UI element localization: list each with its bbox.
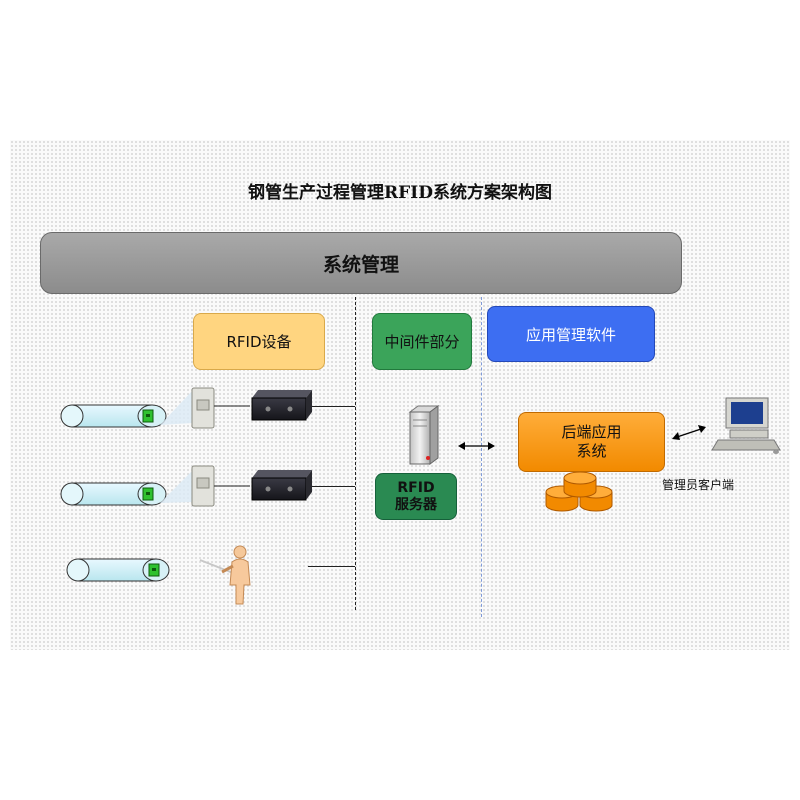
desktop-computer-icon — [711, 397, 781, 454]
app-software-label: 应用管理软件 — [525, 325, 616, 344]
diagram-title: 钢管生产过程管理RFID系统方案架构图 — [248, 183, 552, 203]
backend-system-box: 后端应用 系统 — [518, 412, 665, 472]
antenna-beam — [160, 390, 193, 425]
steel-pipe-icon — [66, 558, 170, 582]
rfid-tag-icon — [148, 563, 160, 577]
connector-reader2-bus — [312, 486, 355, 487]
app-software-box: 应用管理软件 — [487, 306, 655, 362]
double-arrow-icon — [458, 442, 495, 450]
antenna-beam — [160, 470, 193, 503]
rfid-antenna-icon — [191, 387, 215, 429]
divider-middleware-app — [481, 297, 482, 617]
admin-client-label: 管理员客户端 — [662, 478, 735, 492]
backend-line2: 系统 — [576, 442, 607, 460]
connector-handheld-bus — [308, 566, 355, 567]
system-management-bar: 系统管理 — [40, 232, 682, 294]
database-cylinders-icon — [545, 471, 613, 512]
middleware-label: 中间件部分 — [384, 333, 460, 351]
double-arrow-icon — [672, 425, 706, 440]
rfid-server-box: RFID 服务器 — [375, 473, 457, 520]
rfid-server-line1: RFID — [397, 479, 435, 496]
system-management-label: 系统管理 — [322, 253, 399, 276]
rfid-antenna-icon — [191, 465, 215, 507]
divider-devices-middleware — [355, 297, 356, 610]
connector-reader1-bus — [312, 406, 355, 407]
handheld-operator-icon — [199, 545, 251, 605]
backend-line1: 后端应用 — [561, 423, 622, 441]
rfid-devices-label: RFID设备 — [226, 333, 292, 351]
rfid-tag-icon — [142, 409, 154, 423]
rfid-devices-box: RFID设备 — [193, 313, 325, 370]
server-tower-icon — [408, 405, 440, 465]
rfid-tag-icon — [142, 487, 154, 501]
rfid-reader-icon — [251, 390, 312, 421]
rfid-server-line2: 服务器 — [395, 496, 437, 513]
rfid-reader-icon — [251, 470, 312, 501]
middleware-box: 中间件部分 — [372, 313, 472, 370]
